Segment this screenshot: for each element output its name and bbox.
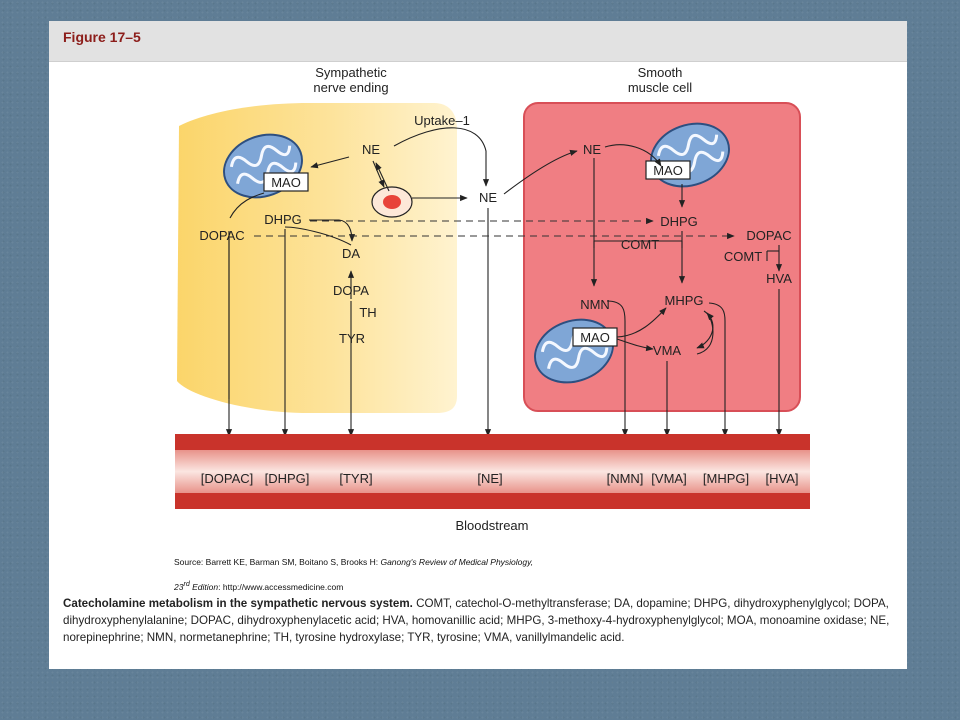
nmn-label: NMN — [580, 297, 610, 312]
source-prefix: Source: Barrett KE, Barman SM, Boitano S… — [174, 557, 381, 567]
dhpg-muscle-label: DHPG — [660, 214, 698, 229]
ne-cleft-label: NE — [479, 190, 497, 205]
mao-box-nerve — [263, 172, 309, 192]
mao-nerve-label: MAO — [271, 175, 301, 190]
bloodstream-vessel — [175, 434, 810, 509]
mao-muscle-top-label: MAO — [653, 163, 683, 178]
figure-caption: Catecholamine metabolism in the sympathe… — [63, 595, 903, 646]
muscle-title-line1: Smooth — [638, 65, 683, 80]
tyr-label: TYR — [339, 331, 365, 346]
blood-item-5: [VMA] — [651, 471, 686, 486]
muscle-title-line2: muscle cell — [628, 80, 692, 95]
diagram: Sympathetic nerve ending Smooth muscle c… — [175, 65, 810, 533]
blood-item-6: [MHPG] — [703, 471, 749, 486]
caption-text: COMT, catechol-O-methyltransferase; DA, … — [63, 597, 890, 644]
dopac-nerve-label: DOPAC — [199, 228, 244, 243]
th-label: TH — [359, 305, 376, 320]
source-edition-num: 23 — [174, 581, 184, 592]
source-citation: Source: Barrett KE, Barman SM, Boitano S… — [174, 551, 533, 598]
figure-title: Figure 17–5 — [63, 29, 141, 45]
dashed-transport-lines — [254, 217, 735, 240]
hva-label: HVA — [766, 271, 792, 286]
source-edition-word: Edition — [192, 581, 219, 592]
dhpg-nerve-label: DHPG — [264, 212, 302, 227]
blood-item-7: [HVA] — [766, 471, 799, 486]
comt-2-label: COMT — [724, 249, 762, 264]
uptake-label: Uptake–1 — [414, 113, 470, 128]
dopac-muscle-label: DOPAC — [746, 228, 791, 243]
nerve-title-line1: Sympathetic — [315, 65, 387, 80]
vesicle-icon — [371, 186, 413, 218]
source-book: Ganong's Review of Medical Physiology, — [380, 557, 534, 567]
nerve-ending-shape — [177, 103, 457, 413]
mhpg-label: MHPG — [665, 293, 704, 308]
ne-nerve-label: NE — [362, 142, 380, 157]
bloodstream-label: Bloodstream — [456, 518, 529, 533]
vma-label: VMA — [653, 343, 682, 358]
nerve-title-line2: nerve ending — [313, 80, 388, 95]
source-edition-sup: rd — [183, 580, 190, 588]
blood-item-4: [NMN] — [607, 471, 644, 486]
muscle-pathway-arrows — [590, 144, 783, 437]
pathway-arrows — [225, 127, 578, 437]
blood-item-0: [DOPAC] — [201, 471, 254, 486]
blood-item-2: [TYR] — [339, 471, 372, 486]
mao-muscle-bottom-label: MAO — [580, 330, 610, 345]
comt-1-label: COMT — [621, 237, 659, 252]
caption-bold: Catecholamine metabolism in the sympathe… — [63, 597, 413, 610]
da-label: DA — [342, 246, 360, 261]
slide: Figure 17–5 Sympathetic nerve ending Sm — [49, 21, 907, 669]
figure-header: Figure 17–5 — [49, 21, 907, 62]
source-url[interactable]: : http://www.accessmedicine.com — [218, 581, 344, 592]
blood-item-1: [DHPG] — [265, 471, 310, 486]
ne-muscle-label: NE — [583, 142, 601, 157]
blood-item-3: [NE] — [477, 471, 502, 486]
